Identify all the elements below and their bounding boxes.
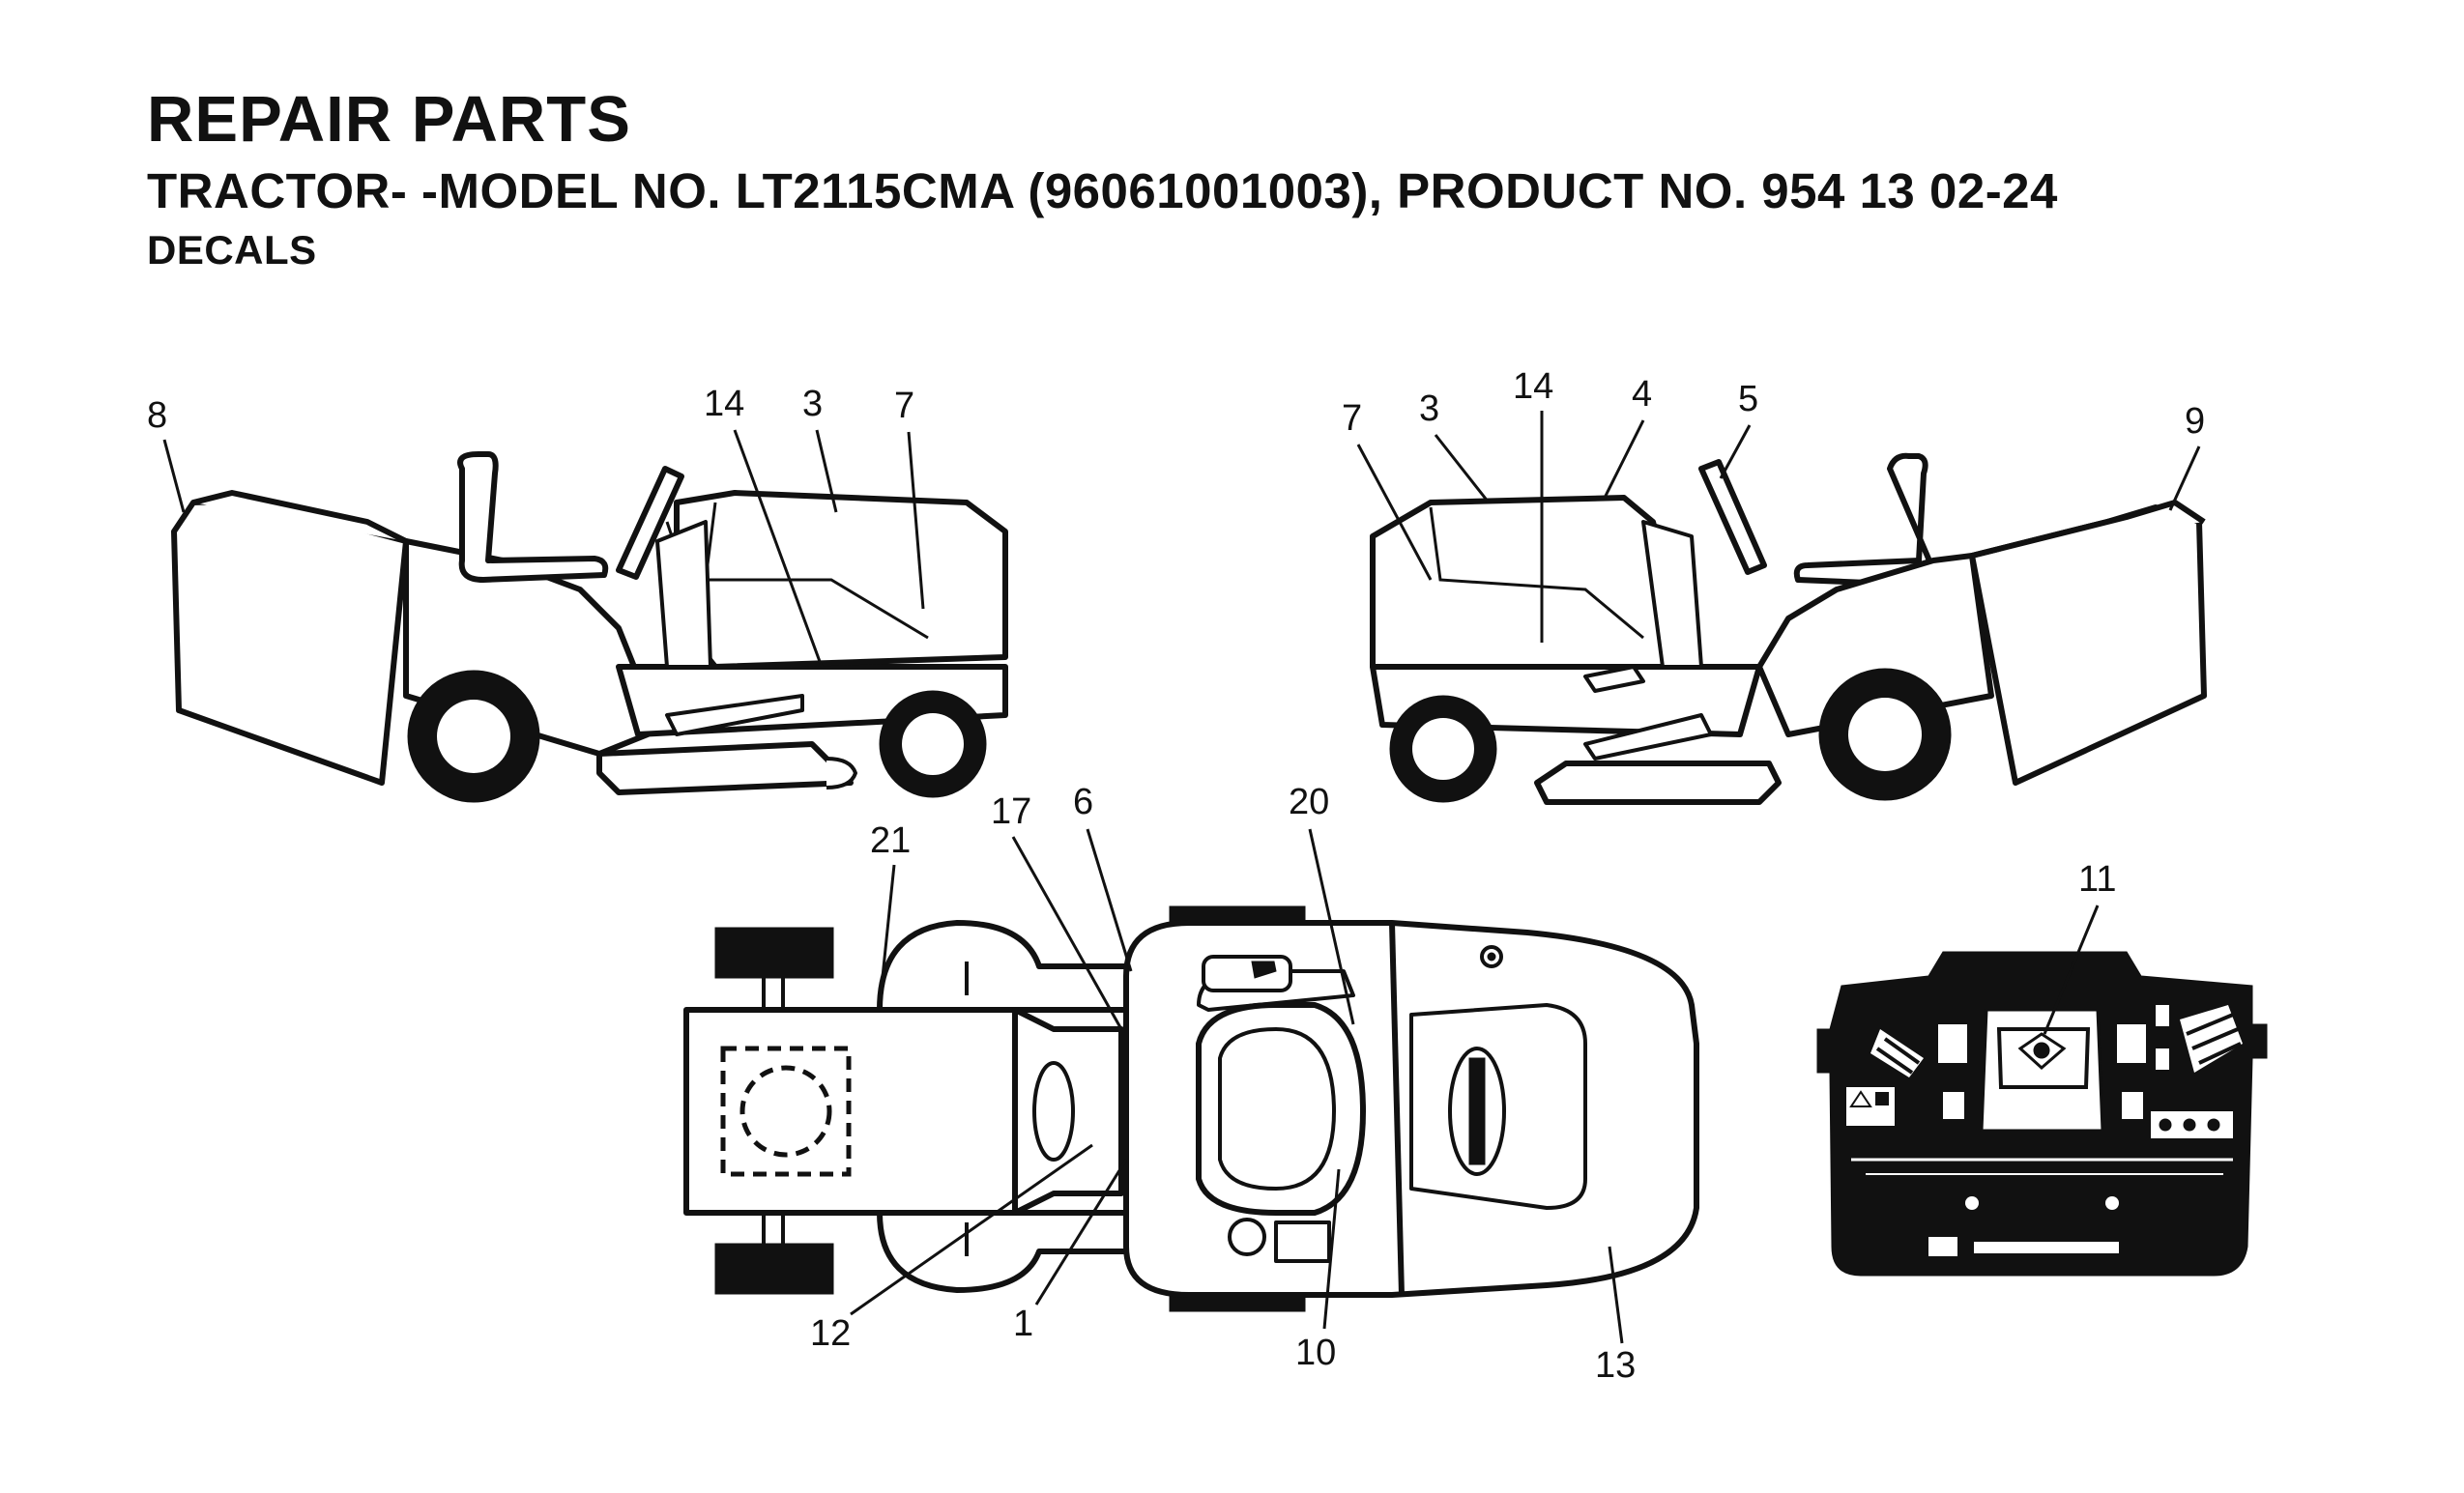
page-title: REPAIR PARTS: [147, 83, 631, 156]
tractor-top-view: [683, 905, 1699, 1312]
callout-5-right: 5: [1738, 379, 1758, 419]
deck-lift: [1583, 713, 1713, 761]
dash-panel-view: [1816, 951, 2268, 1277]
rear-fender-top: [877, 920, 1139, 1013]
mower-deck: [1534, 761, 1782, 805]
callout-7-left: 7: [894, 386, 914, 426]
callout-13: 13: [1595, 1345, 1636, 1386]
callout-3-right: 3: [1419, 388, 1439, 429]
seat: [457, 451, 609, 583]
callout-8-left: 8: [147, 395, 167, 436]
section-title: DECALS: [147, 227, 317, 273]
rear-fender-bottom: [877, 1210, 1139, 1293]
callout-3-left: 3: [802, 384, 823, 424]
rear-tire-bottom: [714, 1243, 834, 1295]
callout-7-right: 7: [1342, 398, 1362, 439]
page-header: REPAIR PARTS TRACTOR- -MODEL NO. LT2115C…: [147, 82, 2058, 275]
dash-tower: [655, 520, 712, 669]
bagger-lid: [192, 490, 408, 544]
tractor-left-side-view: [171, 451, 1008, 803]
mower-deck: [596, 741, 854, 795]
callout-17: 17: [991, 791, 1031, 832]
rear-tire-top: [714, 927, 834, 979]
throttle-control: [1202, 955, 1292, 992]
callout-21: 21: [870, 820, 911, 861]
page-subtitle: TRACTOR- -MODEL NO. LT2115CMA (960610010…: [147, 163, 2058, 218]
lever: [1583, 665, 1645, 693]
steering-wheel: [616, 466, 684, 580]
bagger-body: [171, 498, 409, 786]
callout-12: 12: [810, 1313, 851, 1354]
bagger-lid: [1971, 500, 2206, 559]
callout-6: 6: [1073, 782, 1093, 822]
steering-wheel: [1698, 459, 1767, 575]
callout-1: 1: [1013, 1304, 1033, 1344]
ignition: [1228, 1218, 1266, 1256]
hood-line: [704, 502, 929, 640]
callout-10: 10: [1295, 1333, 1336, 1373]
callout-14-right: 14: [1513, 366, 1553, 407]
callout-4-right: 4: [1632, 374, 1652, 415]
dash-tower: [1641, 520, 1703, 669]
callout-20: 20: [1289, 782, 1329, 822]
callout-9-right: 9: [2185, 401, 2205, 442]
callout-14-left: 14: [704, 384, 744, 424]
deck-lift: [665, 694, 804, 736]
bagger-vent-outline: [720, 1046, 852, 1177]
hood: [1370, 495, 1685, 670]
lower-decal: [1974, 1242, 2119, 1253]
callout-11: 11: [2078, 859, 2116, 900]
tractor-right-side-view: [1370, 452, 2207, 805]
